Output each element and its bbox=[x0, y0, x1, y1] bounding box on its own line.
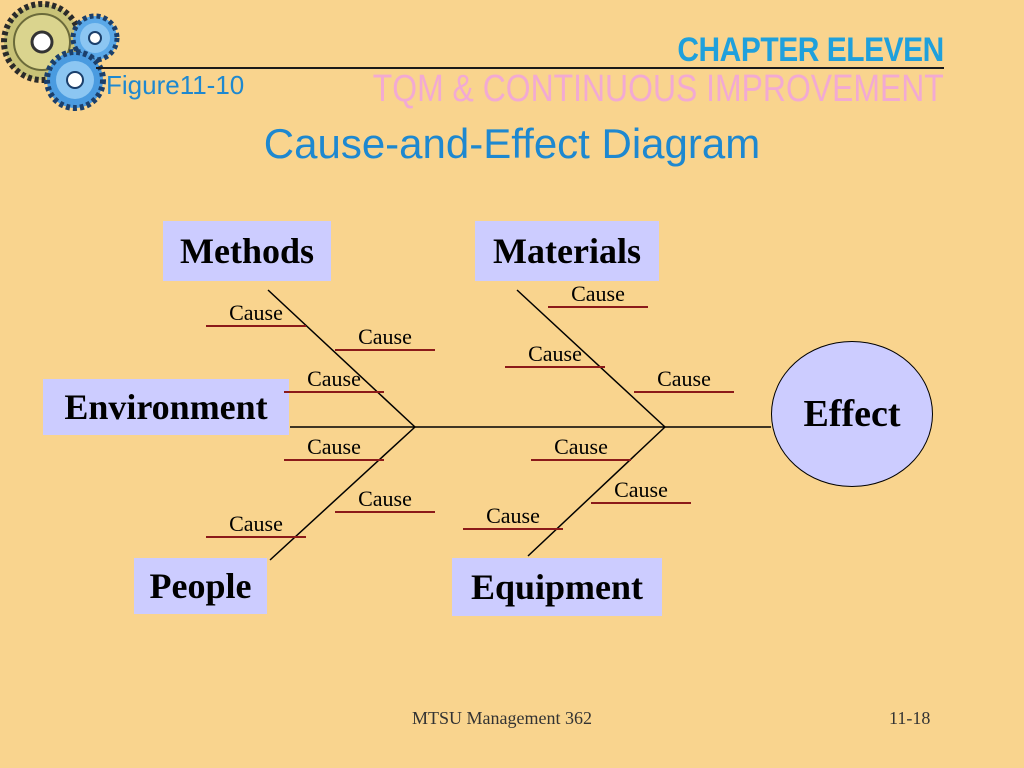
category-methods: Methods bbox=[163, 221, 331, 281]
category-materials: Materials bbox=[475, 221, 659, 281]
bone-methods bbox=[267, 289, 416, 428]
cause-label: Cause bbox=[335, 487, 435, 513]
category-people: People bbox=[134, 558, 267, 614]
header-rule bbox=[96, 67, 944, 69]
cause-label: Cause bbox=[284, 367, 384, 393]
cause-label: Cause bbox=[463, 504, 563, 530]
chapter-subtitle: TQM & CONTINUOUS IMPROVEMENT bbox=[372, 68, 944, 110]
category-equipment: Equipment bbox=[452, 558, 662, 616]
gears-icon bbox=[1, 1, 120, 111]
page-title: Cause-and-Effect Diagram bbox=[263, 120, 761, 167]
category-environment: Environment bbox=[43, 379, 289, 435]
effect-node: Effect bbox=[771, 341, 933, 487]
chapter-title: CHAPTER ELEVEN bbox=[677, 31, 945, 69]
bone-materials bbox=[516, 289, 666, 428]
cause-label: Cause bbox=[206, 301, 306, 327]
bone-equipment bbox=[527, 426, 666, 557]
cause-label: Cause bbox=[531, 435, 631, 461]
cause-label: Cause bbox=[548, 282, 648, 308]
cause-label: Cause bbox=[634, 367, 734, 393]
cause-label: Cause bbox=[206, 512, 306, 538]
cause-label: Cause bbox=[591, 478, 691, 504]
figure-label: Figure11-10 bbox=[106, 70, 245, 100]
cause-label: Cause bbox=[284, 435, 384, 461]
cause-label: Cause bbox=[505, 342, 605, 368]
cause-label: Cause bbox=[335, 325, 435, 351]
footer-course: MTSU Management 362 bbox=[412, 708, 592, 728]
footer-page-number: 11-18 bbox=[889, 708, 931, 728]
